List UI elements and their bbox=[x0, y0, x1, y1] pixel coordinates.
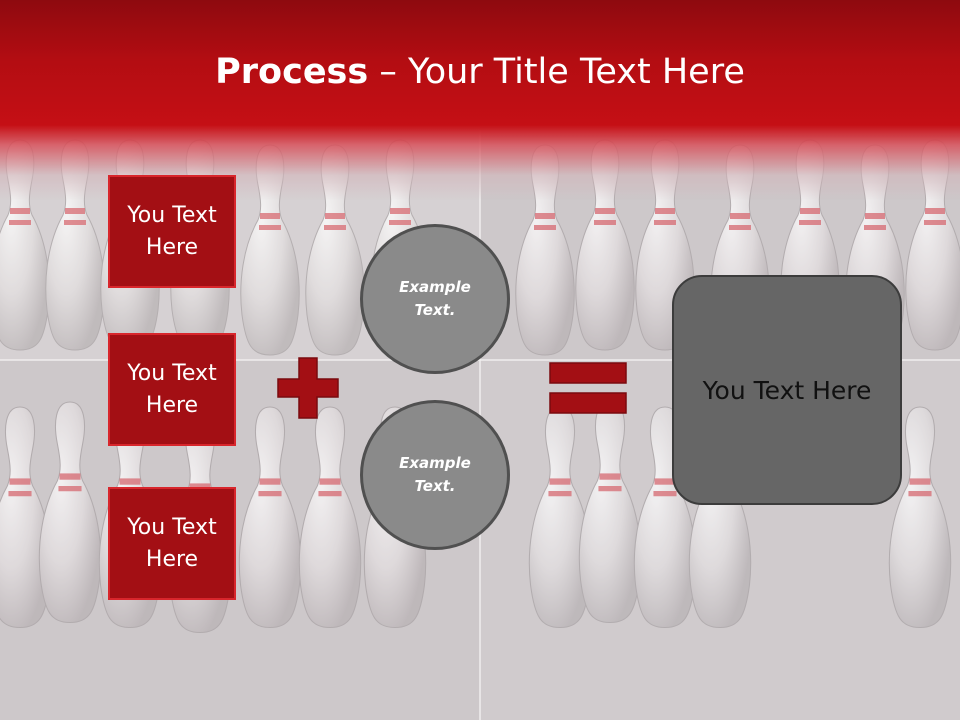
result-box[interactable]: You Text Here bbox=[672, 275, 902, 505]
title-rest: – Your Title Text Here bbox=[368, 52, 745, 92]
left-text-box-3[interactable]: You Text Here bbox=[108, 487, 236, 600]
page-title: Process – Your Title Text Here bbox=[0, 52, 960, 92]
example-circle-2[interactable]: Example Text. bbox=[360, 400, 510, 550]
header-band bbox=[0, 0, 960, 200]
plus-icon bbox=[277, 357, 339, 419]
left-text-box-2[interactable]: You Text Here bbox=[108, 333, 236, 446]
equals-icon bbox=[549, 362, 627, 414]
title-bold: Process bbox=[215, 52, 369, 92]
example-circle-1[interactable]: Example Text. bbox=[360, 224, 510, 374]
circle-1-text: Example Text. bbox=[399, 278, 471, 319]
left-text-box-1[interactable]: You Text Here bbox=[108, 175, 236, 288]
circle-2-text: Example Text. bbox=[399, 454, 471, 495]
